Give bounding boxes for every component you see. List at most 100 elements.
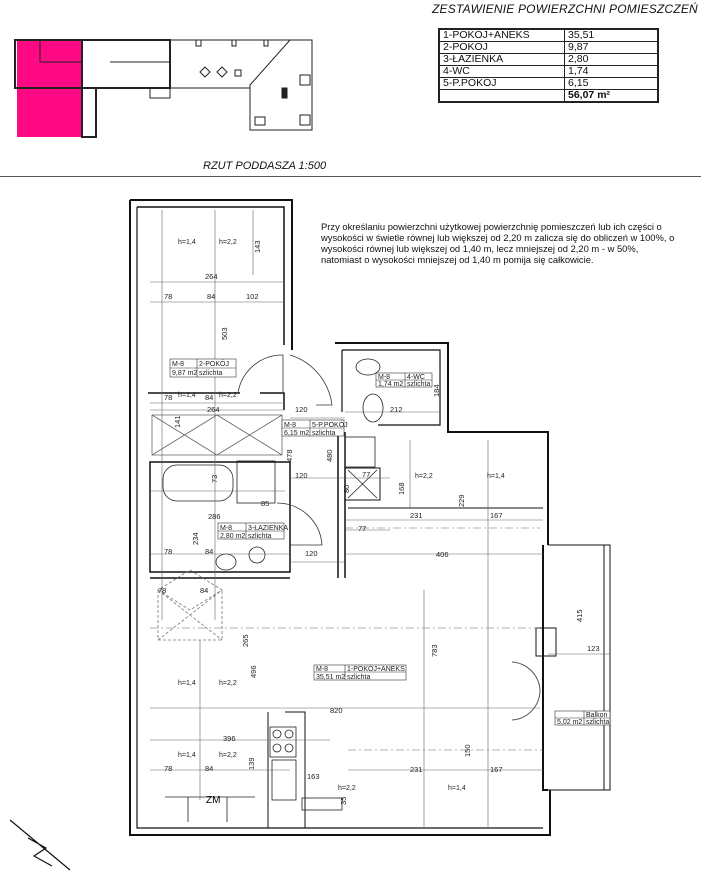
dimension: 84 [205, 547, 213, 556]
dimension-labels: 264 143 78 84 102 503 78 84 264 120 212 … [158, 240, 600, 805]
dimension: 286 [208, 512, 221, 521]
room-area: 5,02 m2 [557, 719, 582, 726]
dimension: 229 [457, 494, 466, 507]
room-finish: szlichta [248, 533, 271, 540]
dimension: 139 [247, 757, 256, 770]
room-label-3: M-8 3-ŁAZIENKA 2,80 m2 szlichta [217, 522, 288, 540]
dimension: 77 [362, 470, 370, 479]
height-mark: h=2,2 [219, 752, 237, 759]
ventilation-icon [344, 436, 376, 468]
dimension: 78 [158, 586, 166, 595]
room-name: Balkon [586, 712, 608, 719]
sink-icon [355, 358, 381, 376]
dimension: 84 [205, 764, 213, 773]
dimension-lines [150, 210, 610, 828]
dimension: 820 [330, 706, 343, 715]
room-finish: szlichta [586, 719, 609, 726]
dimension: 120 [295, 405, 308, 414]
room-label-balcony: Balkon 5,02 m2 szlichta [554, 710, 611, 726]
dimension: 141 [173, 415, 182, 428]
dimension: 78 [164, 764, 172, 773]
room-label-2: M-8 2-POKÓJ 9,87 m2 szlichta [169, 358, 237, 378]
dimension: 167 [490, 765, 503, 774]
room-name: 1-POKÓJ+ANEKS [347, 664, 405, 673]
height-mark: h=1,4 [178, 239, 196, 246]
ventilation-icon [301, 797, 343, 811]
dimension: 73 [210, 475, 219, 483]
washbasin-icon [215, 553, 237, 571]
room-finish: szlichta [347, 674, 370, 681]
dimension: 84 [207, 292, 215, 301]
room-label-5: M-8 5-P.POKÓJ 6,15 m2 szlichta [281, 419, 348, 437]
room-code: M-8 [220, 525, 232, 532]
fixtures [151, 358, 384, 822]
dimension: 415 [575, 609, 584, 622]
dimension: 264 [207, 405, 220, 414]
dimension: 480 [325, 449, 334, 462]
height-mark: h=2,2 [415, 473, 433, 480]
room-name: 5-P.POKÓJ [438, 77, 565, 90]
dimension: 406 [436, 550, 449, 559]
dimension: 143 [253, 240, 262, 253]
room-area: 9,87 m2 [172, 370, 197, 377]
height-mark: h=2,2 [338, 785, 356, 792]
dimension: 265 [241, 634, 250, 647]
height-marks: h=1,4 h=2,2 h=1,4 h=2,2 h=2,2 h=1,4 h=1,… [178, 239, 505, 792]
dimension: 77 [358, 524, 366, 533]
oven-icon [271, 759, 297, 801]
height-mark: h=2,2 [219, 239, 237, 246]
toilet-icon [362, 393, 384, 423]
dimension: 85 [261, 499, 269, 508]
cooktop-icon [269, 726, 297, 758]
room-name: 4-WC [407, 374, 425, 381]
dimension: 503 [220, 327, 229, 340]
total-area: 56,07 m² [564, 89, 659, 103]
dimension: 84 [200, 586, 208, 595]
table-row-total: 56,07 m² [438, 89, 659, 103]
boiler-icon [248, 546, 266, 564]
room-area: 35,51 m2 [316, 674, 345, 681]
bathtub-icon [162, 464, 234, 502]
dimension: 120 [305, 549, 318, 558]
key-plan-caption: RZUT PODDASZA 1:500 [203, 160, 327, 172]
height-mark: h=1,4 [487, 473, 505, 480]
washing-machine-icon [236, 460, 276, 504]
gas-meter-label: ZM [206, 795, 220, 806]
dimension: 783 [430, 644, 439, 657]
area-calculation-note: Przy określaniu powierzchni użytkowej po… [321, 221, 675, 265]
balcony [511, 544, 611, 791]
dimension: 78 [164, 292, 172, 301]
room-code: M-8 [172, 361, 184, 368]
dimension: 264 [205, 272, 218, 281]
dimension: 120 [295, 471, 308, 480]
room-area: 6,15 [564, 77, 659, 90]
room-name: 2-POKÓJ [199, 359, 229, 368]
room-finish: szlichta [312, 430, 335, 437]
height-mark: h=2,2 [219, 680, 237, 687]
key-plan [14, 39, 313, 138]
dimension: 80 [342, 485, 351, 493]
dimension: 35 [339, 797, 348, 805]
height-mark: h=2,2 [219, 392, 237, 399]
room-finish: szlichta [199, 370, 222, 377]
dimension: 168 [397, 482, 406, 495]
dimension: 234 [191, 532, 200, 545]
north-arrow-icon [9, 819, 71, 871]
dimension: 78 [164, 393, 172, 402]
doors [237, 354, 333, 546]
room-area: 1,74 m2 [378, 381, 403, 388]
height-mark: h=1,4 [178, 680, 196, 687]
dimension: 496 [249, 665, 258, 678]
dimension: 84 [205, 393, 213, 402]
room-label-1: M-8 1-POKÓJ+ANEKS 35,51 m2 szlichta [313, 664, 407, 681]
room-name: 5-P.POKÓJ [312, 420, 348, 429]
summary-title: ZESTAWIENIE POWIERZCHNI POMIESZCZEŃ [432, 2, 698, 16]
room-area: 6,15 m2 [284, 430, 309, 437]
dimension: 231 [410, 765, 423, 774]
height-mark: h=1,4 [178, 752, 196, 759]
dimension: 212 [390, 405, 403, 414]
walls [129, 199, 551, 836]
room-label-4: M-8 4-WC 1,74 m2 szlichta [375, 372, 433, 388]
